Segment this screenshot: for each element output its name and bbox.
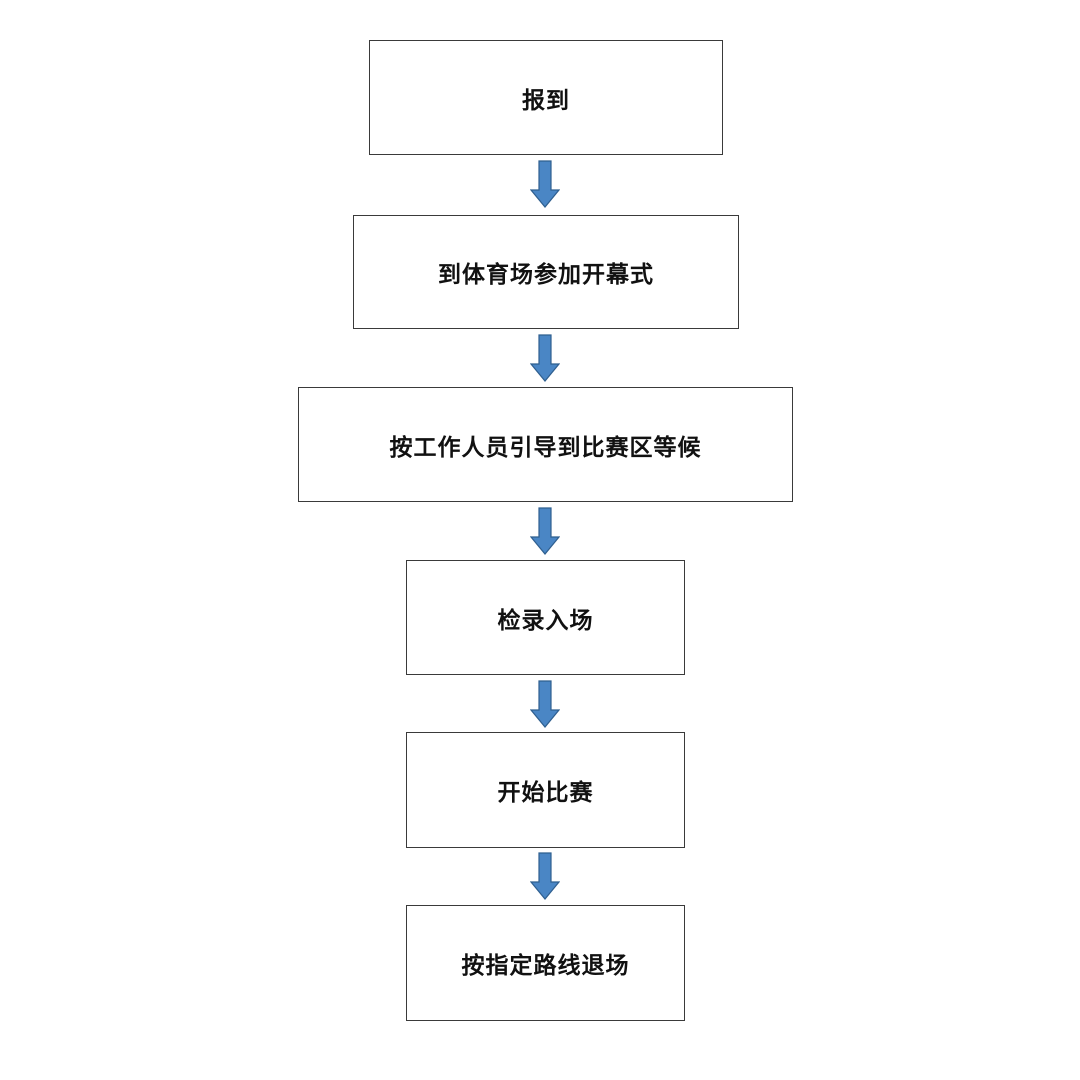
down-arrow-icon xyxy=(530,160,560,208)
step-label: 开始比赛 xyxy=(497,780,594,806)
step-box-start-match: 开始比赛 xyxy=(406,732,685,848)
step-box-check-entry: 检录入场 xyxy=(406,560,685,675)
step-label: 到体育场参加开幕式 xyxy=(438,262,654,288)
step-label: 按指定路线退场 xyxy=(461,953,630,979)
down-arrow-icon xyxy=(530,334,560,382)
step-box-checkin: 报到 xyxy=(369,40,723,155)
step-label: 按工作人员引导到比赛区等候 xyxy=(389,434,702,461)
down-arrow-icon xyxy=(530,507,560,555)
down-arrow-icon xyxy=(530,680,560,728)
step-box-exit-route: 按指定路线退场 xyxy=(406,905,685,1021)
step-box-wait-area: 按工作人员引导到比赛区等候 xyxy=(298,387,793,502)
step-label: 报到 xyxy=(522,87,570,114)
down-arrow-icon xyxy=(530,852,560,900)
step-label: 检录入场 xyxy=(497,607,594,634)
step-box-opening-ceremony: 到体育场参加开幕式 xyxy=(353,215,739,329)
